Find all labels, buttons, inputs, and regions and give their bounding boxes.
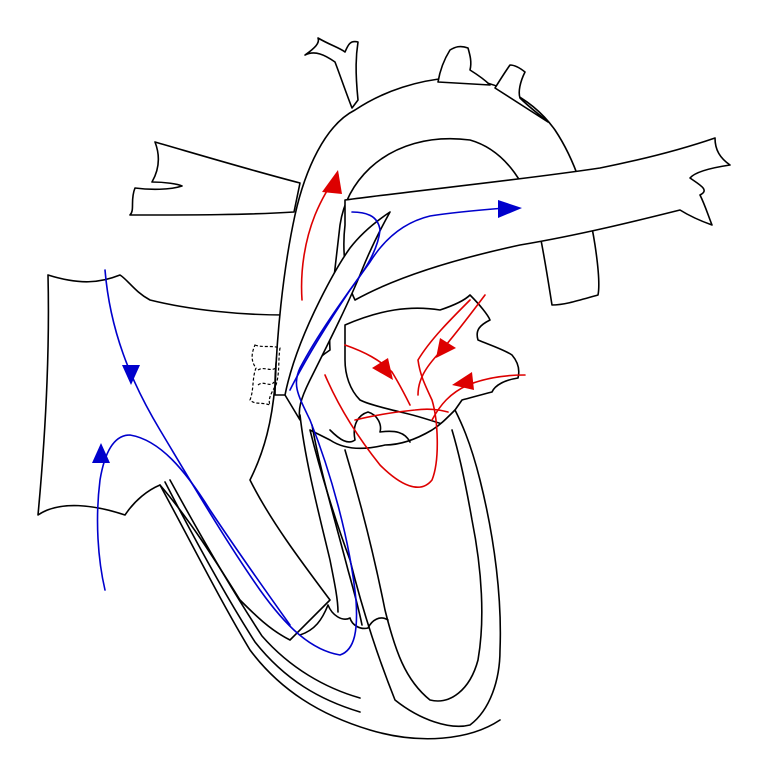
septum-inner-line [299,414,339,613]
red-flow-atrium-mix [354,408,449,421]
red-arrowhead-pulmonary-vein-lower [452,372,474,390]
foramen-ovale-detail [257,367,277,386]
red-arrowhead-pulmonary-vein-upper [436,338,456,358]
right-atrium [37,274,331,641]
red-flow-pulmonary-vein-left [344,344,411,406]
left-atrium [344,294,520,426]
right-ventricle-wall-line-2 [169,479,361,699]
red-flow-left-ventricle [324,299,471,489]
left-ventricle-outer-wall [309,409,502,728]
blue-arrowhead-right-atrium [122,365,140,385]
left-carotid-artery [437,45,491,86]
blue-arrowhead-inferior-vena-cava [92,443,110,463]
mitral-valve [329,411,411,443]
interventricular-septum [311,424,363,626]
right-pulmonary-artery [129,141,301,216]
red-arrowhead-aorta [322,170,342,194]
aorta [274,77,600,396]
blue-flow-inferior [96,434,291,626]
left-pulmonary-artery [343,137,731,301]
blue-flow-pulmonary [289,211,381,391]
pulmonary-trunk [284,211,391,421]
tricuspid-valve [299,604,389,636]
left-ventricle-inner-wall [344,429,483,702]
red-arrowhead-left-atrium [372,358,393,380]
blue-flow-superior [104,207,506,656]
brachiocephalic-artery [304,37,359,109]
blue-arrowhead-pulmonary-artery [498,200,522,218]
right-ventricle-wall-line-1 [164,481,361,713]
left-subclavian-artery [494,64,549,123]
right-ventricle-outer-wall [159,484,501,740]
foramen-ovale [249,344,281,407]
